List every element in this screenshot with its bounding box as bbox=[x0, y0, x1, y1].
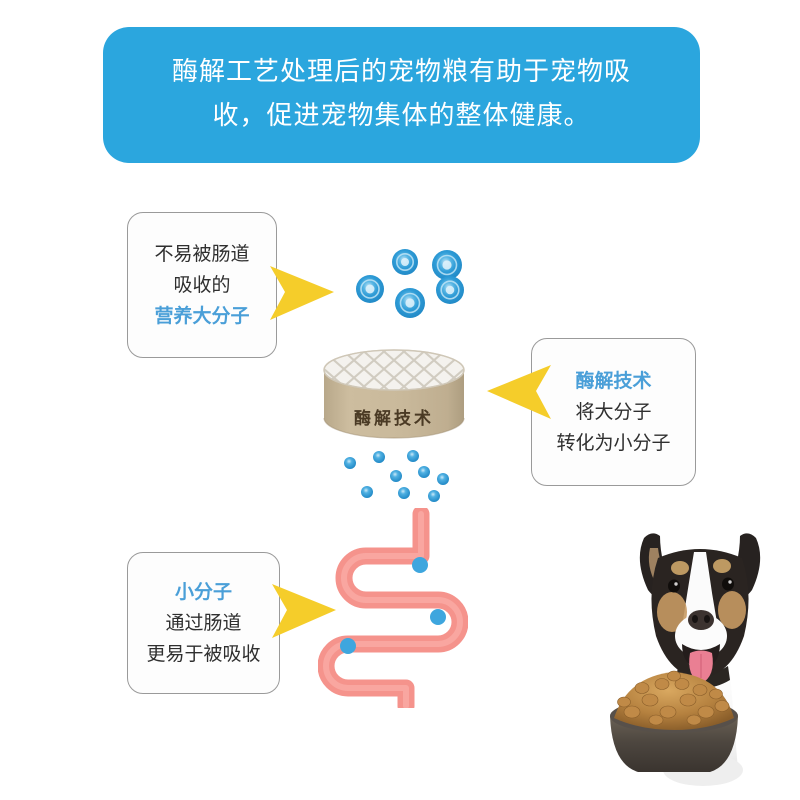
small-molecule-icon bbox=[373, 451, 385, 463]
arrow-right-icon bbox=[272, 584, 336, 638]
small-molecule-icon bbox=[340, 638, 356, 654]
large-molecule-icon bbox=[356, 275, 384, 303]
small-molecule-icon bbox=[430, 609, 446, 625]
banner-line-1: 酶解工艺处理后的宠物粮有助于宠物吸 bbox=[171, 56, 631, 86]
large-molecule-icon bbox=[395, 288, 425, 318]
small-molecule-icon bbox=[361, 486, 373, 498]
header-banner: 酶解工艺处理后的宠物粮有助于宠物吸 收，促进宠物集体的整体健康。 bbox=[103, 27, 700, 163]
callout-line: 不易被肠道 bbox=[154, 243, 250, 265]
callout-line-accent: 小分子 bbox=[174, 581, 232, 603]
callout-large-molecules: 不易被肠道 吸收的 营养大分子 bbox=[127, 212, 277, 358]
callout-line: 吸收的 bbox=[173, 274, 231, 296]
small-molecule-icon bbox=[407, 450, 419, 462]
small-molecule-icon bbox=[412, 557, 428, 573]
small-molecule-icon bbox=[428, 490, 440, 502]
small-molecule-icon bbox=[390, 470, 402, 482]
dog-with-food-bowl-photo bbox=[610, 533, 761, 786]
banner-line-2: 收，促进宠物集体的整体健康。 bbox=[212, 100, 591, 130]
enzyme-reactor-icon: 酶解技术 bbox=[320, 348, 468, 444]
callout-line: 转化为小分子 bbox=[556, 432, 671, 454]
dog-nose bbox=[688, 610, 714, 630]
callout-small-molecules: 小分子 通过肠道 更易于被吸收 bbox=[127, 552, 280, 694]
intestine-icon bbox=[318, 508, 468, 708]
callout-line: 将大分子 bbox=[575, 401, 652, 423]
callout-line-accent: 酶解技术 bbox=[575, 370, 652, 392]
large-molecule-icon bbox=[392, 249, 418, 275]
cylinder-label: 酶解技术 bbox=[354, 409, 434, 428]
callout-line: 更易于被吸收 bbox=[146, 643, 261, 665]
dog-eye bbox=[722, 577, 734, 591]
dog-eye bbox=[668, 579, 680, 593]
callout-line: 通过肠道 bbox=[165, 612, 242, 634]
small-molecule-icon bbox=[437, 473, 449, 485]
large-molecule-icon bbox=[432, 250, 462, 280]
small-molecule-icon bbox=[344, 457, 356, 469]
arrow-right-icon bbox=[270, 266, 334, 320]
arrow-left-icon bbox=[487, 365, 551, 419]
callout-enzyme-technology: 酶解技术 将大分子 转化为小分子 bbox=[531, 338, 696, 486]
callout-line-accent: 营养大分子 bbox=[154, 305, 250, 327]
large-molecule-icon bbox=[436, 276, 464, 304]
small-molecule-icon bbox=[418, 466, 430, 478]
kibble-group bbox=[617, 670, 730, 726]
small-molecules-group bbox=[344, 450, 449, 502]
small-molecule-icon bbox=[398, 487, 410, 499]
